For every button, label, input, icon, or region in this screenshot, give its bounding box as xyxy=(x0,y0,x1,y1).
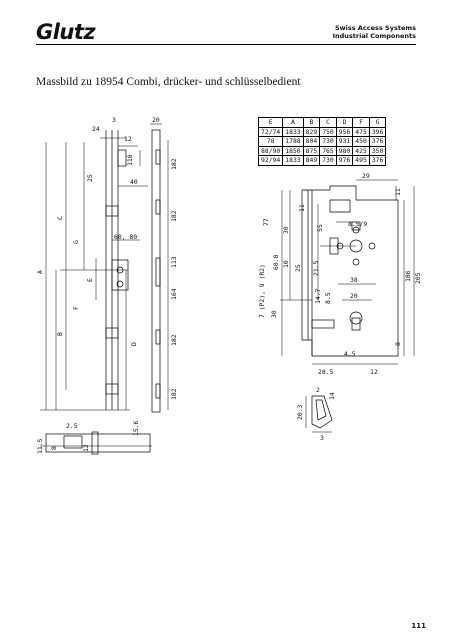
dim-label: F xyxy=(72,306,80,310)
dim-label: 164 xyxy=(170,288,178,300)
dim-label: 21.5 xyxy=(312,260,320,276)
dim-label: 2 xyxy=(316,386,320,394)
dim-label: 55 xyxy=(316,224,324,232)
dim-label: 11 xyxy=(298,204,306,212)
dim-label: 25 xyxy=(86,174,94,182)
dim-label: 60, 80 xyxy=(114,233,137,241)
dim-label: 8 xyxy=(394,342,402,346)
dim-label: 8 xyxy=(50,446,58,450)
dimension-labels-right: 29 11 11 77 30 55 8.5/9 60.8 10 21.5 25 … xyxy=(258,172,422,442)
dim-label: 30 xyxy=(282,226,290,234)
lock-case-view xyxy=(301,185,399,357)
dim-label: 3 xyxy=(320,434,324,442)
table-row: 92/94 1833 849 730 976 495 376 xyxy=(257,155,387,166)
tagline-2: Industrial Components xyxy=(332,32,416,40)
dim-label: 24 xyxy=(92,125,100,133)
brand-logo: Glutz xyxy=(36,20,96,44)
page-number: 111 xyxy=(411,622,426,630)
tagline-1: Swiss Access Systems xyxy=(334,24,416,32)
dim-label: 14.7 xyxy=(314,288,322,304)
dim-label: 113 xyxy=(170,256,178,268)
table-cell: 976 xyxy=(335,155,354,166)
dim-label: 12 xyxy=(124,135,132,143)
dim-label: 14 xyxy=(328,392,336,400)
dim-label: 8.5 xyxy=(324,292,332,304)
dimensions-table: E A B C D F G 72/74 1833 829 750 956 475… xyxy=(257,117,387,166)
dim-label: 205 xyxy=(414,272,422,284)
table-cell: 376 xyxy=(368,155,387,166)
dim-label: 8.5/9 xyxy=(348,220,367,228)
dim-label: 40 xyxy=(130,178,138,186)
dim-label: B xyxy=(56,332,64,336)
dim-label: 4.5 xyxy=(344,350,356,358)
dim-label: 182 xyxy=(170,210,178,222)
table-cell: 495 xyxy=(352,155,370,166)
table-row: 78 1788 804 730 931 450 376 xyxy=(257,136,387,147)
dimension-lines-left xyxy=(40,123,169,411)
dim-label: E xyxy=(86,278,94,282)
table-cell: 1833 xyxy=(282,155,304,166)
dim-label: 10 xyxy=(282,260,290,268)
dim-label: 77 xyxy=(262,218,270,226)
follower-detail xyxy=(305,395,333,433)
dim-label: 20.3 xyxy=(296,404,304,420)
dimension-labels-left: 3 24 20 12 110 25 40 182 C G 182 60, 80 … xyxy=(36,116,178,454)
dim-label: 15.6 xyxy=(132,420,140,436)
dim-label: 3 xyxy=(112,116,116,124)
dim-label: D xyxy=(130,342,138,346)
dim-label: 29 xyxy=(362,172,370,180)
dim-label: 28.5 xyxy=(318,368,334,376)
dim-label: 11 xyxy=(394,188,402,196)
dimension-lines-right xyxy=(280,179,415,365)
dim-label: 12 xyxy=(82,444,90,452)
dim-label: 38 xyxy=(350,276,358,284)
dim-label: 182 xyxy=(170,334,178,346)
dim-label: C xyxy=(56,216,64,220)
dim-label: 20 xyxy=(152,116,160,124)
dim-label: 2.5 xyxy=(66,422,78,430)
table-cell: 849 xyxy=(302,155,321,166)
dim-label: 7 (P2), 9 (R2) xyxy=(258,264,266,318)
dim-label: 182 xyxy=(170,388,178,400)
dim-label: 20 xyxy=(350,292,358,300)
dim-label: 11.5 xyxy=(36,438,44,454)
dim-label: 25 xyxy=(294,264,302,272)
dim-label: 30 xyxy=(270,310,278,318)
header-rule xyxy=(36,44,416,45)
dim-label: 12 xyxy=(370,368,378,376)
page-title: Massbild zu 18954 Combi, drücker- und sc… xyxy=(36,76,301,88)
cross-section-view xyxy=(40,431,152,455)
dim-label: 182 xyxy=(170,158,178,170)
dim-label: G xyxy=(72,240,80,244)
strike-plate-view xyxy=(151,129,161,413)
table-cell: 730 xyxy=(319,155,337,166)
dim-label: A xyxy=(36,270,44,274)
dim-label: 60.8 xyxy=(272,254,280,270)
dim-label: 186 xyxy=(404,270,412,282)
dim-label: 110 xyxy=(126,154,134,166)
